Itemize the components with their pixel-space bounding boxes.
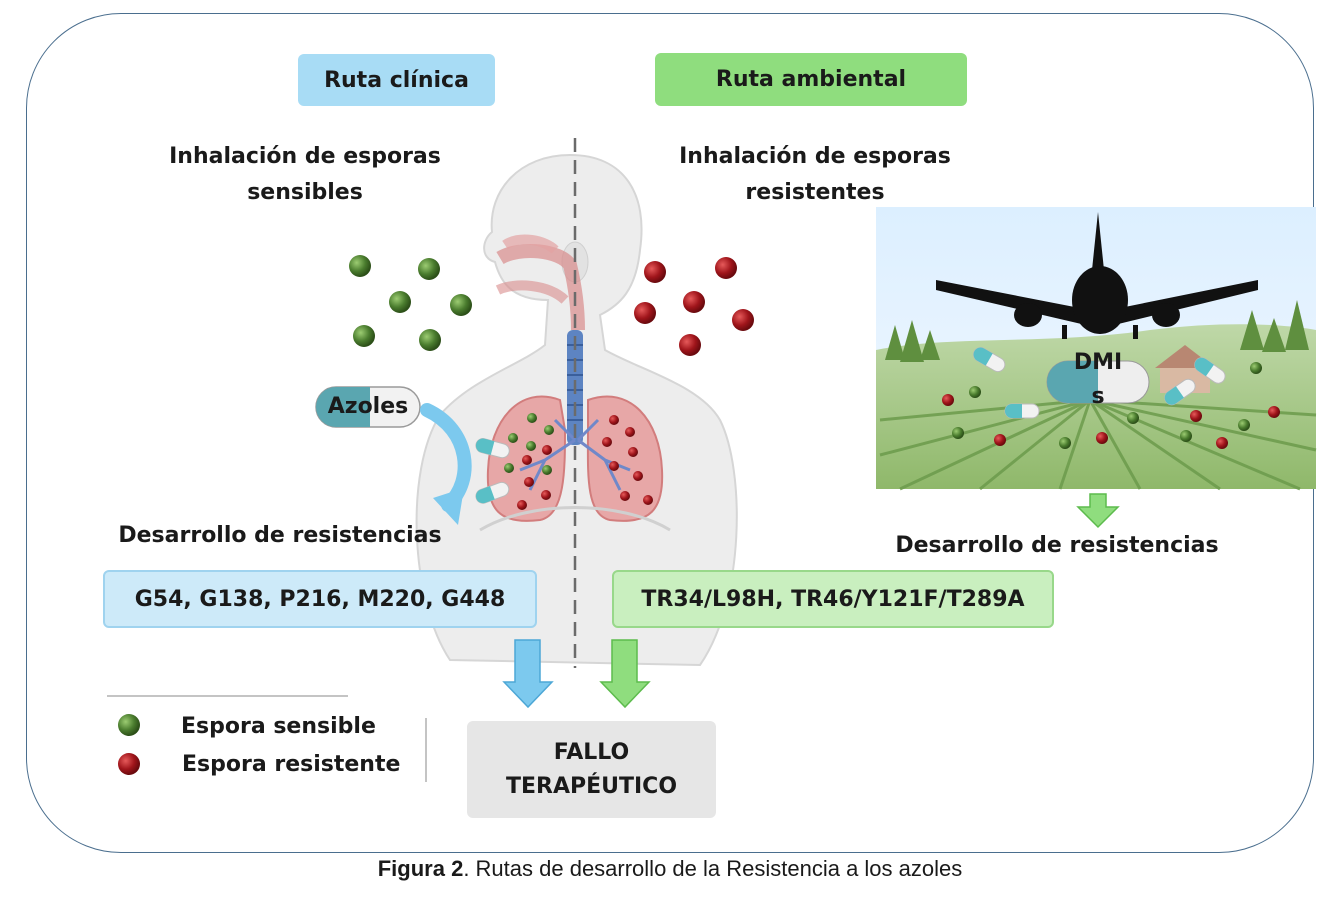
clinical-inhalation-label: Inhalación de esporas sensibles xyxy=(140,139,470,211)
legend-sensitive-label: Espora sensible xyxy=(181,714,376,739)
dmis-label: DMI s xyxy=(1058,346,1138,414)
sensitive-spores xyxy=(349,255,554,475)
clinical-route-title: Ruta clínica xyxy=(298,54,495,106)
clinical-mutations-box: G54, G138, P216, M220, G448 xyxy=(103,570,537,628)
therapeutic-failure-box: FALLO TERAPÉUTICO xyxy=(467,721,716,818)
legend-sensitive-spore-icon xyxy=(118,714,140,736)
clinical-resistance-label: Desarrollo de resistencias xyxy=(118,523,442,548)
dmis-line-2: s xyxy=(1091,384,1105,409)
azoles-label: Azoles xyxy=(327,394,409,419)
environmental-inhalation-label: Inhalación de esporas resistentes xyxy=(650,139,980,211)
clinical-inhalation-line-1: Inhalación de esporas xyxy=(169,144,441,169)
down-arrow-clinical-icon xyxy=(502,639,554,709)
environmental-route-title: Ruta ambiental xyxy=(655,53,967,106)
outcome-line-2: TERAPÉUTICO xyxy=(505,773,678,799)
field-scene-image xyxy=(876,207,1317,491)
figure-caption: Figura 2. Rutas de desarrollo de la Resi… xyxy=(0,856,1340,882)
caption-figure-number: Figura 2 xyxy=(377,856,464,881)
caption-text: . Rutas de desarrollo de la Resistencia … xyxy=(463,856,963,881)
curved-arrow-icon xyxy=(420,403,472,525)
down-arrow-environmental-icon xyxy=(1076,493,1120,529)
down-arrow-env-outcome-icon xyxy=(599,639,651,709)
clinical-inhalation-line-2: sensibles xyxy=(247,180,363,205)
environmental-mutations-box: TR34/L98H, TR46/Y121F/T289A xyxy=(612,570,1054,628)
capsule-icons xyxy=(475,438,510,504)
azoles-pill-icon xyxy=(315,386,421,428)
environmental-inhalation-line-1: Inhalación de esporas xyxy=(679,144,951,169)
resistant-spores xyxy=(517,257,754,510)
environmental-resistance-label: Desarrollo de resistencias xyxy=(895,533,1219,558)
legend-resistant-spore-icon xyxy=(118,753,140,775)
environmental-inhalation-line-2: resistentes xyxy=(745,180,885,205)
dmis-line-1: DMI xyxy=(1073,350,1123,375)
outcome-line-1: FALLO xyxy=(553,739,630,765)
legend-resistant-label: Espora resistente xyxy=(182,752,401,777)
